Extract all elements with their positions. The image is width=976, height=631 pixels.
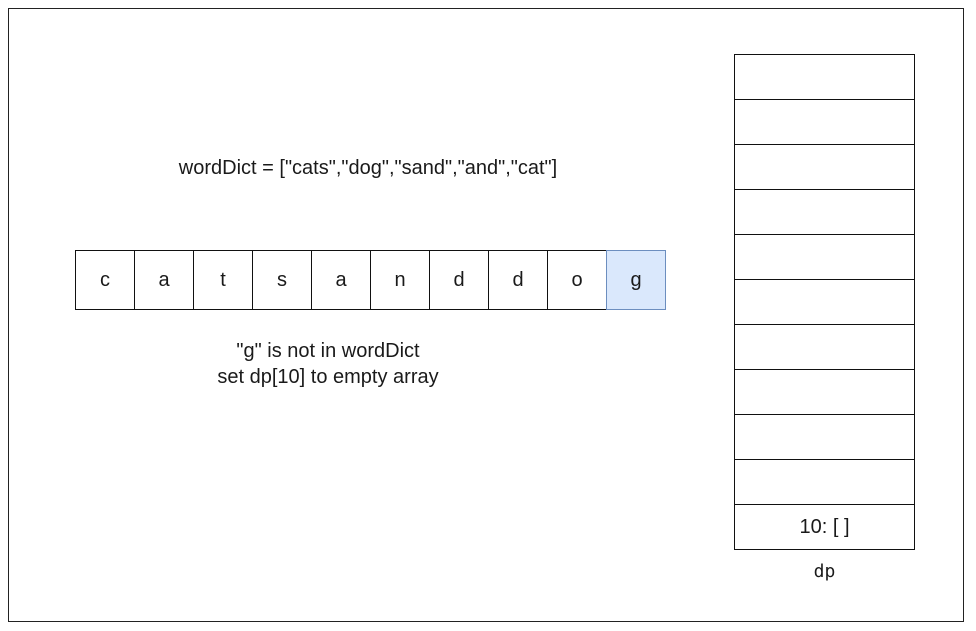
dp-cell: [734, 234, 915, 280]
dp-label: dp: [813, 561, 836, 582]
char-cell: s: [252, 250, 312, 310]
dp-cell: [734, 99, 915, 145]
dp-cell: 10: [ ]: [734, 504, 915, 550]
char-cell: c: [75, 250, 135, 310]
note-line-2: set dp[10] to empty array: [217, 366, 439, 388]
dp-cell: [734, 279, 915, 325]
char-cell: g: [606, 250, 666, 310]
step-note: "g" is not in wordDict set dp[10] to emp…: [128, 338, 528, 390]
diagram-frame: [8, 8, 964, 622]
note-line-1: "g" is not in wordDict: [236, 340, 420, 362]
char-cell: d: [429, 250, 489, 310]
char-cell: d: [488, 250, 548, 310]
dp-cell: [734, 459, 915, 505]
dp-cell: [734, 54, 915, 100]
char-cell: a: [134, 250, 194, 310]
char-cell: n: [370, 250, 430, 310]
dp-cell: [734, 324, 915, 370]
dp-table: 10: [ ]: [734, 54, 915, 550]
word-dict-label: wordDict = ["cats","dog","sand","and","c…: [178, 157, 558, 179]
dp-cell: [734, 414, 915, 460]
dp-cell: [734, 369, 915, 415]
char-cell: a: [311, 250, 371, 310]
char-cell: o: [547, 250, 607, 310]
dp-cell: [734, 144, 915, 190]
char-cell: t: [193, 250, 253, 310]
dp-cell: [734, 189, 915, 235]
